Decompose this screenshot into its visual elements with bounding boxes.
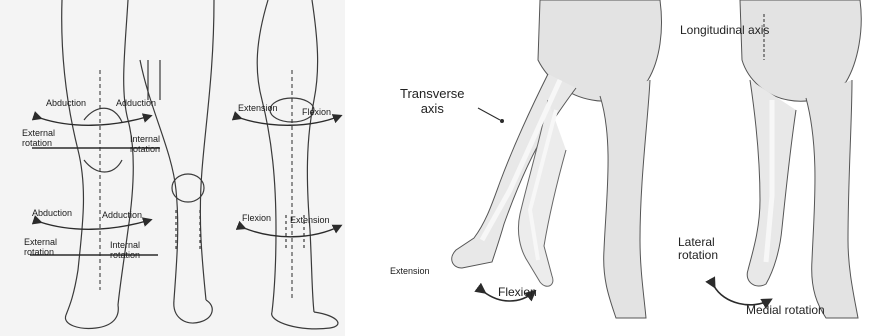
label-medial-rotation: Medial rotation (746, 304, 825, 317)
label-internal-rotation-lower: Internal rotation (110, 240, 140, 260)
label-flexion: Flexion (498, 286, 537, 299)
label-flexion-side: Flexion (302, 107, 331, 117)
label-transverse-axis: Transverse axis (400, 86, 465, 116)
label-longitudinal-axis: Longitudinal axis (680, 24, 769, 37)
label-abduction-lower: Abduction (32, 208, 72, 218)
label-adduction: Adduction (116, 98, 156, 108)
label-extension: Extension (390, 266, 430, 276)
label-adduction-lower: Adduction (102, 210, 142, 220)
flexion-extension-figure (452, 0, 662, 318)
label-flexion-side-lower: Flexion (242, 213, 271, 223)
label-extension-side-lower: Extension (290, 215, 330, 225)
label-lateral-rotation: Lateral rotation (678, 236, 718, 262)
label-external-rotation: External rotation (22, 128, 55, 148)
label-internal-rotation: Internal rotation (130, 134, 160, 154)
rotation-figure (714, 0, 861, 318)
label-abduction: Abduction (46, 98, 86, 108)
label-extension-side: Extension (238, 103, 278, 113)
label-external-rotation-lower: External rotation (24, 237, 57, 257)
